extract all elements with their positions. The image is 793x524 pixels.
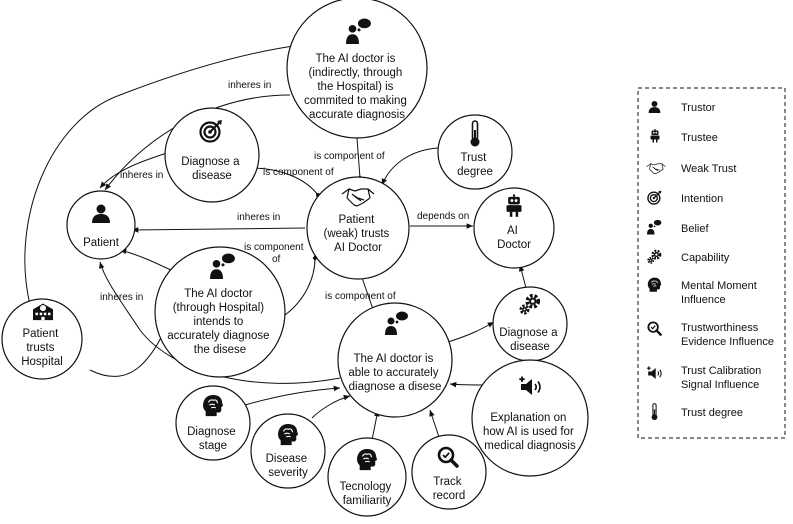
edge-trackrecord-to-able — [429, 409, 441, 441]
label-is-component-of-4: is component of — [325, 291, 396, 302]
node-weak-trust: Patient (weak) trusts AI Doctor — [306, 176, 410, 280]
node-text: Track record — [433, 476, 466, 502]
edge-able-to-patient — [98, 261, 341, 384]
node-text: Disease severity — [266, 453, 311, 479]
node-patient: Patient — [66, 190, 136, 260]
node-capability-diagnose: Diagnose a disease — [492, 286, 568, 362]
legend-label: Belief — [681, 223, 709, 235]
node-text: The AI doctor is able to accurately diag… — [348, 353, 441, 393]
edge-stage-to-able — [244, 385, 341, 406]
legend-label: Intention — [681, 193, 723, 205]
node-diagnose-stage: Diagnose stage — [175, 385, 251, 461]
label-depends-on: depends on — [417, 211, 469, 222]
node-intends: The AI doctor (through Hospital) intends… — [154, 246, 286, 378]
node-patient-trusts-hospital: Patient trusts Hospital — [1, 298, 83, 380]
node-explanation: Explanation on how AI is used for medica… — [471, 359, 589, 477]
label-is-component-of-3b: of — [272, 254, 281, 265]
legend-label: Weak Trust — [681, 163, 736, 175]
edge-labels: inheres in inheres in inheres in inheres… — [100, 80, 469, 303]
node-text: Patient trusts Hospital — [21, 328, 63, 368]
node-text: Tecnology familiarity — [340, 481, 395, 507]
legend-item-capability: Capability — [647, 249, 730, 264]
node-text: Diagnose a disease — [181, 156, 242, 182]
edge-intention-to-trust — [249, 167, 320, 198]
edge-capability-to-aidoctor — [518, 264, 527, 289]
label-is-component-of-1: is component of — [314, 151, 385, 162]
edge-able-to-capability — [447, 321, 495, 343]
legend-label: Capability — [681, 252, 730, 264]
label-inheres-in-2: inheres in — [120, 170, 163, 181]
edge-intends-to-trust — [284, 255, 318, 316]
edge-severity-to-able — [311, 394, 351, 419]
edge-hospital-to-belief-committed — [24, 43, 301, 306]
node-ai-doctor: AI Doctor — [473, 187, 555, 269]
node-intention-diagnose: Diagnose a disease — [164, 107, 260, 203]
node-track-record: Track record — [411, 434, 487, 510]
node-text: AI Doctor — [497, 225, 531, 251]
label-inheres-in-4: inheres in — [100, 292, 143, 303]
legend-item-weak-trust: Weak Trust — [646, 163, 736, 175]
node-text: Patient (weak) trusts AI Doctor — [323, 214, 392, 254]
edge-hospital-to-intends — [89, 329, 166, 377]
node-technology-familiarity: Tecnology familiarity — [327, 437, 407, 517]
legend-label: Mental Moment Influence — [681, 280, 760, 306]
node-text: Diagnose a disease — [499, 327, 560, 353]
edge-familiarity-to-able — [371, 409, 380, 441]
node-trust-degree: Trust degree — [437, 114, 513, 190]
legend-label: Trustee — [681, 132, 718, 144]
node-text: Patient — [83, 237, 120, 249]
legend-label: Trust Calibration Signal Influence — [681, 365, 764, 391]
legend-item-trustworthiness: Trustworthiness Evidence Influence — [647, 321, 774, 348]
legend-item-trustee: Trustee — [650, 129, 718, 144]
edge-intends-to-patient — [119, 248, 176, 273]
label-inheres-in-3: inheres in — [237, 212, 280, 223]
node-belief-able: The AI doctor is able to accurately diag… — [337, 302, 453, 418]
legend-item-belief: Belief — [647, 219, 709, 235]
label-is-component-of-2: is component of — [263, 167, 334, 178]
label-inheres-in-1: inheres in — [228, 80, 271, 91]
node-text: The AI doctor is (indirectly, through th… — [304, 53, 410, 121]
legend-item-trust-calibration: Trust Calibration Signal Influence — [646, 365, 764, 391]
node-text: Diagnose stage — [187, 426, 239, 452]
legend: Trustor Trustee Weak Trust Intention Bel… — [637, 87, 786, 439]
legend-item-trustor: Trustor — [648, 100, 716, 114]
legend-item-intention: Intention — [647, 190, 723, 205]
legend-label: Trustor — [681, 102, 716, 114]
legend-label: Trust degree — [681, 407, 743, 419]
edge-trust-to-patient — [131, 227, 306, 233]
node-text: Explanation on how AI is used for medica… — [483, 412, 577, 452]
node-text: Trust degree — [457, 152, 493, 178]
edge-intention-to-patient — [99, 151, 171, 189]
node-text: The AI doctor (through Hospital) intends… — [167, 288, 273, 356]
legend-item-trust-degree: Trust degree — [651, 403, 743, 421]
edge-trustdegree-to-trust — [381, 147, 439, 186]
label-is-component-of-3a: is component — [244, 242, 304, 253]
node-belief-committed: The AI doctor is (indirectly, through th… — [286, 0, 428, 139]
node-disease-severity: Disease severity — [250, 413, 326, 489]
legend-label: Trustworthiness Evidence Influence — [681, 322, 774, 348]
legend-item-mental-moment: Mental Moment Influence — [647, 277, 760, 306]
